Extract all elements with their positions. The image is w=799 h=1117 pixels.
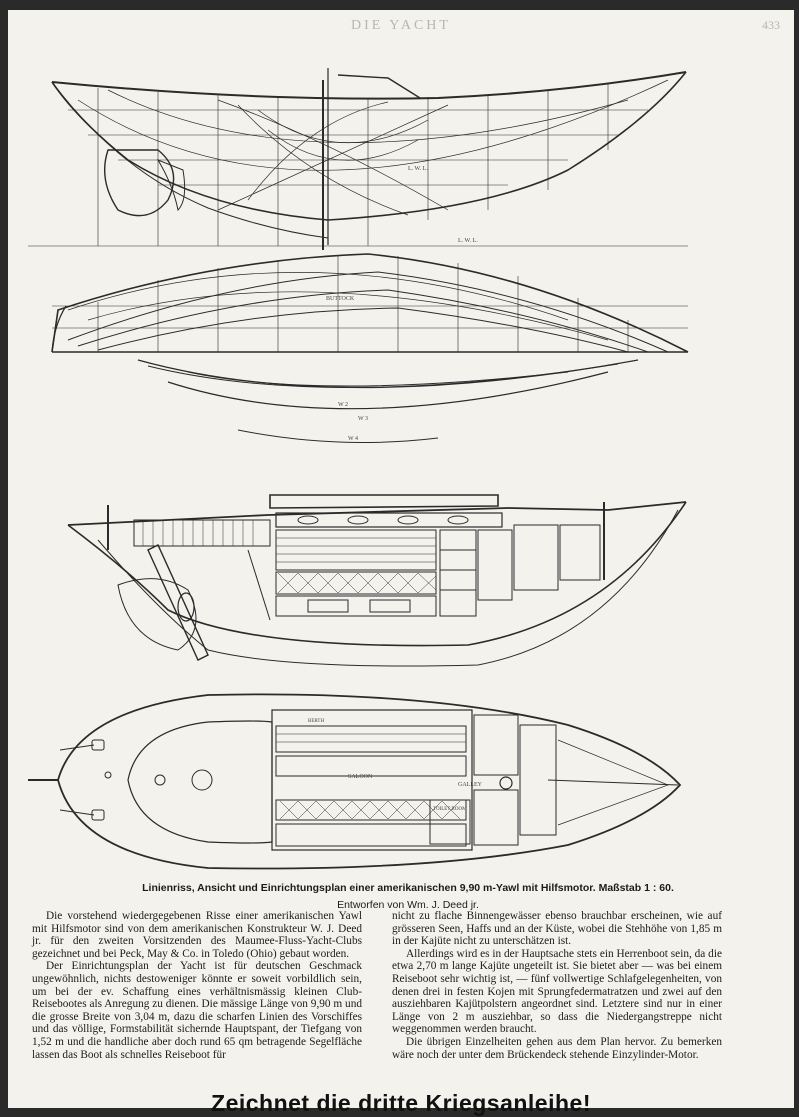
label-galley: GALLEY [458, 782, 483, 788]
paragraph: Die übrigen Einzelheiten gehen aus dem P… [392, 1035, 722, 1061]
label-saloon: SALOON [348, 774, 373, 780]
label-w3: W 3 [358, 416, 368, 422]
label-lwl-profile: L. W. L. [408, 166, 428, 172]
paragraph: Der Einrichtungsplan der Yacht ist für d… [32, 960, 362, 1061]
paragraph: Allerdings wird es in der Hauptsache ste… [392, 947, 722, 1036]
label-berth: BERTH [308, 719, 324, 724]
paragraph: nicht zu flache Binnengewässer ebenso br… [392, 910, 722, 948]
sheer-plan: L. W. L. L. W. L. [28, 68, 688, 250]
page-number: 433 [762, 18, 780, 32]
label-lwl-base: L. W. L. [458, 238, 478, 244]
figure-caption: Linienriss, Ansicht und Einrichtungsplan… [38, 880, 778, 914]
label-w4: W 4 [348, 436, 358, 442]
label-toilet: TOILET ROOM [433, 807, 467, 812]
caption-title: Linienriss, Ansicht und Einrichtungsplan… [142, 882, 596, 894]
caption-designer: Entworfen von Wm. J. Deed jr. [337, 899, 479, 911]
half-breadth-plan: BUTTOCK [51, 253, 689, 353]
caption-scale: Maßstab 1 : 60. [598, 882, 674, 894]
inboard-profile [67, 494, 687, 667]
war-bond-slogan: Zeichnet die dritte Kriegsanleihe! [211, 1090, 591, 1116]
magazine-page: DIE YACHT 433 [8, 10, 794, 1116]
label-buttock: BUTTOCK [326, 296, 355, 302]
accommodation-plan: SALOON GALLEY TOILET ROOM BERTH [28, 693, 682, 870]
label-w2: W 2 [338, 402, 348, 408]
paragraph: Die vorstehend wiedergegebenen Risse ein… [32, 910, 362, 960]
text-column-left: Die vorstehend wiedergegebenen Risse ein… [32, 910, 362, 1061]
running-head: DIE YACHT [351, 18, 451, 33]
yacht-technical-drawing: L. W. L. L. W. L. [28, 68, 689, 870]
text-column-right: nicht zu flache Binnengewässer ebenso br… [392, 910, 722, 1061]
waterline-curves: W 2 W 3 W 4 [137, 359, 639, 443]
